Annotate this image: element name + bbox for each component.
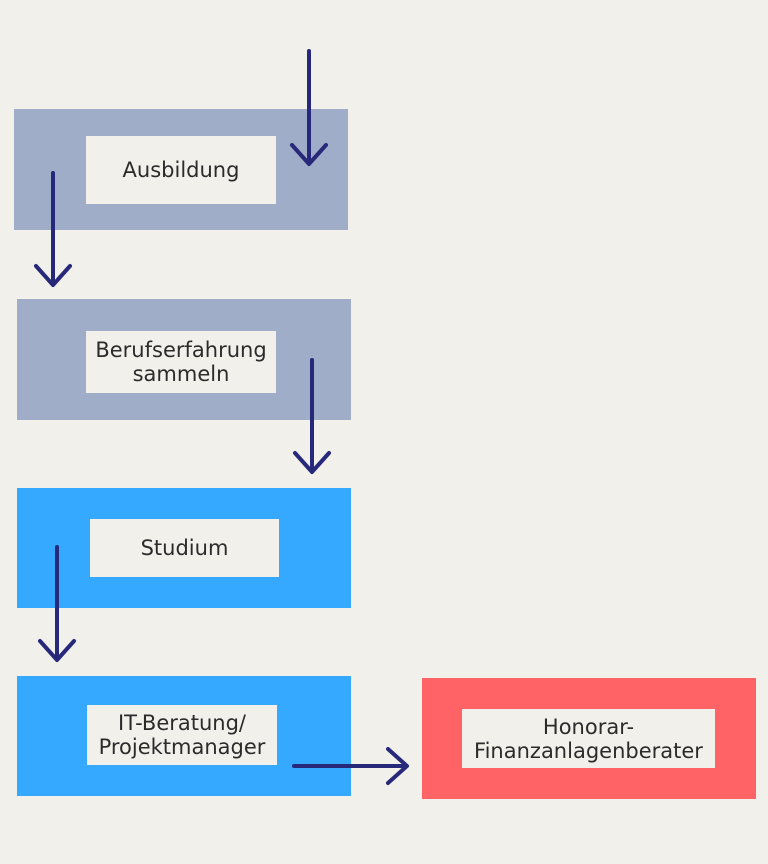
step-label-ausbildung: Ausbildung <box>86 136 276 204</box>
step-label-berufserfahrung: Berufserfahrung sammeln <box>86 331 276 393</box>
goal-label-honorar: Honorar- Finanzanlagenberater <box>462 709 715 768</box>
step-label-studium: Studium <box>90 519 279 577</box>
step-label-it-beratung: IT-Beratung/ Projektmanager <box>87 705 277 765</box>
